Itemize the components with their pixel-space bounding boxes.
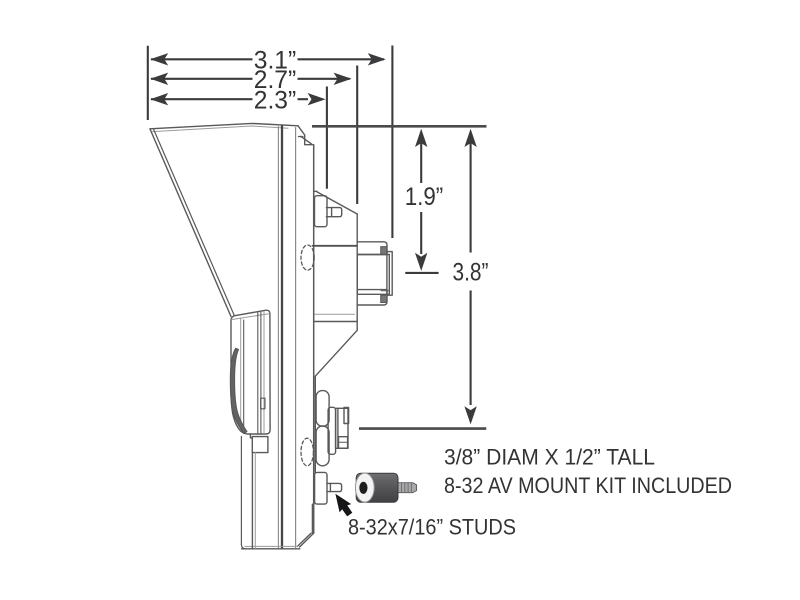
svg-text:1.9”: 1.9” (405, 183, 444, 211)
svg-text:3.8”: 3.8” (453, 259, 489, 287)
svg-text:3.1”: 3.1” (254, 47, 297, 75)
svg-text:2.7”: 2.7” (254, 66, 297, 94)
svg-text:8-32x7/16” STUDS: 8-32x7/16” STUDS (348, 514, 516, 539)
svg-text:8-32 AV MOUNT KIT INCLUDED: 8-32 AV MOUNT KIT INCLUDED (444, 473, 732, 498)
svg-text:2.3”: 2.3” (254, 87, 297, 115)
svg-text:3/8” DIAM X 1/2” TALL: 3/8” DIAM X 1/2” TALL (444, 444, 655, 469)
